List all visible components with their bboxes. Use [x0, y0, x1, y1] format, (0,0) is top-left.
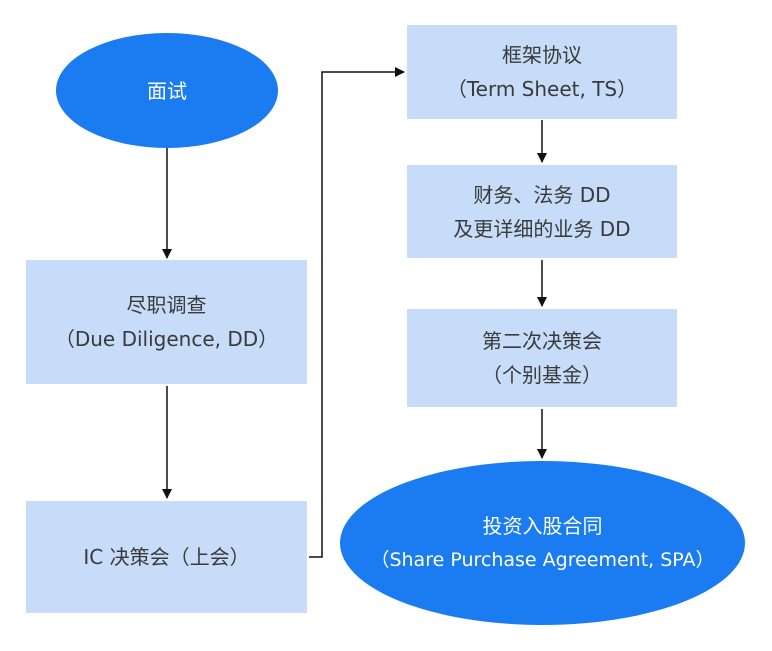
term-sheet-subtitle: （Term Sheet, TS） [446, 77, 638, 101]
financial-legal-dd-title: 财务、法务 DD [473, 182, 611, 207]
ic-decision-node: IC 决策会（上会） [26, 501, 307, 613]
second-decision-title: 第二次决策会 [482, 329, 602, 353]
interview-node: 面试 [56, 33, 278, 148]
financial-legal-dd-subtitle: 及更详细的业务 DD [453, 216, 631, 241]
financial-legal-dd-node: 财务、法务 DD 及更详细的业务 DD [407, 165, 677, 258]
second-decision-subtitle: （个别基金） [482, 363, 602, 387]
due-diligence-node: 尽职调查 （Due Diligence, DD） [26, 260, 307, 384]
arrow-ic-decision-to-term-sheet [309, 67, 405, 558]
due-diligence-title: 尽职调查 [126, 293, 207, 317]
spa-subtitle: （Share Purchase Agreement, SPA） [370, 549, 715, 571]
spa-title: 投资入股合同 [482, 514, 603, 538]
term-sheet-title: 框架协议 [502, 43, 582, 67]
ic-decision-label: IC 决策会（上会） [83, 545, 250, 569]
second-decision-node: 第二次决策会 （个别基金） [407, 309, 677, 407]
interview-label: 面试 [147, 78, 187, 103]
spa-node: 投资入股合同 （Share Purchase Agreement, SPA） [340, 461, 745, 625]
term-sheet-node: 框架协议 （Term Sheet, TS） [407, 25, 677, 119]
due-diligence-subtitle: （Due Diligence, DD） [54, 327, 279, 351]
